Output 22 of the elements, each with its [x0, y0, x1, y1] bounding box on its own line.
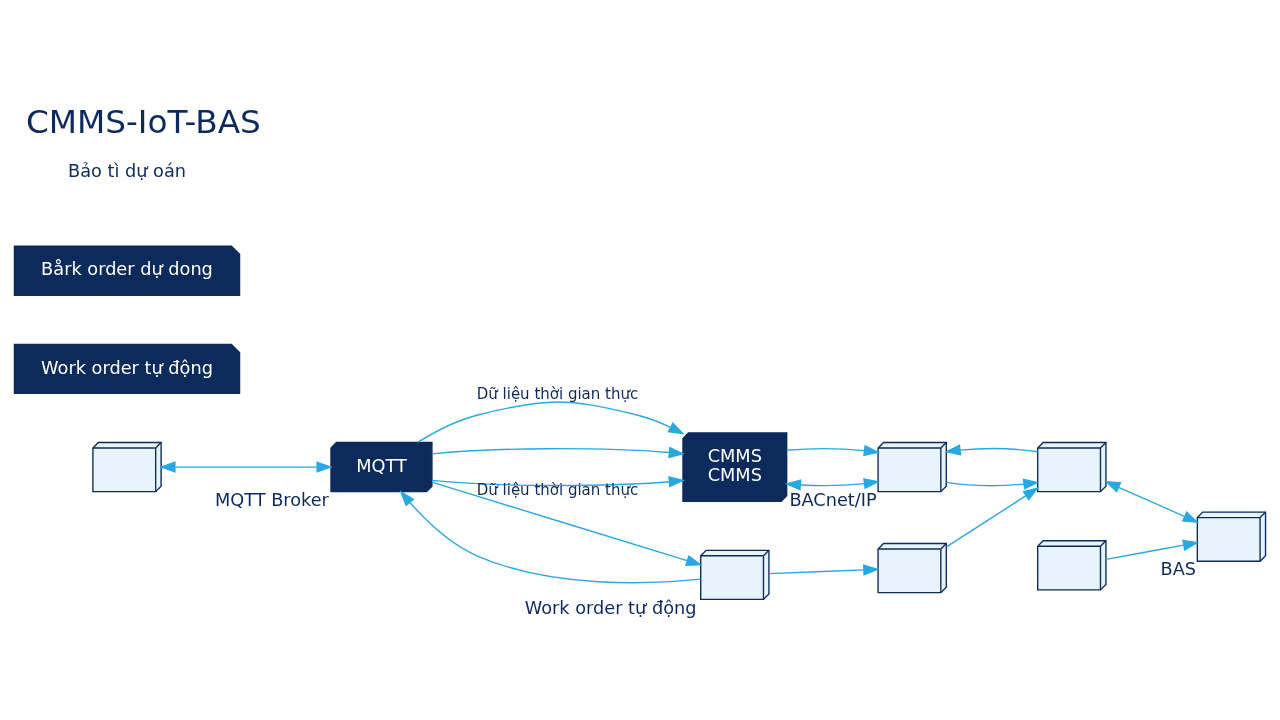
node-label: Work order tự động — [524, 597, 697, 618]
arrow — [431, 446, 685, 459]
arrow — [784, 478, 881, 491]
arrow — [417, 401, 685, 444]
arrow — [945, 478, 1040, 490]
edge-label: Dữ liệu thời gian thực — [476, 481, 639, 500]
diagram-title: CMMS-IoT-BAS — [25, 103, 261, 142]
arrow — [431, 481, 703, 566]
arrow — [1105, 539, 1200, 560]
arrow — [431, 476, 685, 488]
node-label: BACnet/IP — [789, 489, 877, 510]
arrow — [159, 461, 333, 473]
arrow — [944, 444, 1039, 456]
node-label: MQTT Broker — [215, 489, 329, 510]
edge-label: Dữ liệu thời gian thực — [476, 384, 639, 403]
node-label: BAS — [1160, 559, 1197, 580]
arrow — [768, 564, 880, 576]
arrow — [945, 487, 1040, 548]
label: Bảo tì dự oán — [67, 161, 187, 182]
arrow — [1104, 480, 1200, 523]
arrow — [786, 444, 881, 457]
arrow — [399, 490, 702, 584]
